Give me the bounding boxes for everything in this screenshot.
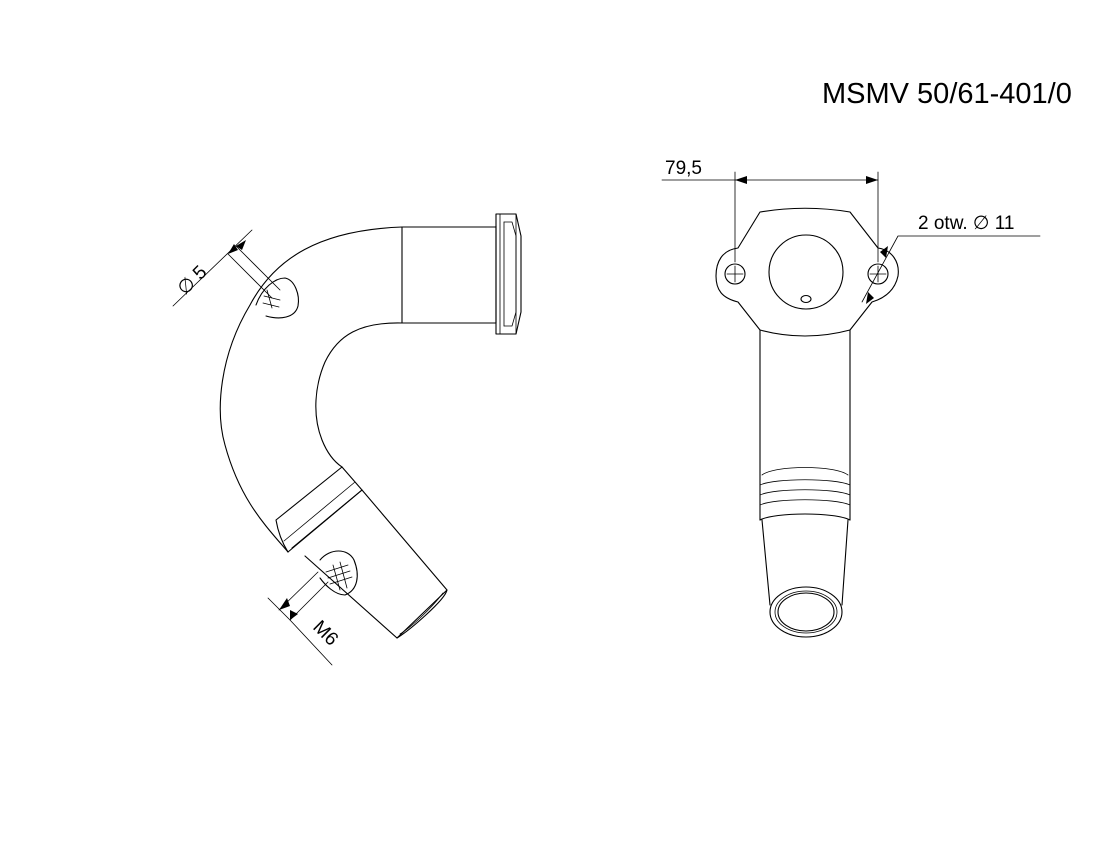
upper-hole [255, 277, 299, 319]
hole-spacing-dimension: 79,5 [661, 158, 879, 263]
mounting-holes-label: 2 otw. ∅ 11 [918, 213, 1014, 234]
hole-spacing-label: 79,5 [665, 158, 702, 179]
left-mounting-hole [724, 263, 746, 285]
part-number: MSMV 50/61-401/0 [822, 78, 1072, 110]
front-view: 79,5 2 otw. ∅ 11 [661, 158, 1041, 638]
hole-diameter-label: ∅ 5 [174, 262, 212, 300]
hole-diameter-dimension: ∅ 5 [172, 229, 281, 307]
lower-outlet [304, 489, 448, 639]
lower-threaded-hole [319, 550, 358, 596]
thread-dimension: M6 [267, 571, 342, 666]
lower-collar [275, 466, 363, 553]
outlet-end [769, 586, 843, 638]
pipe-body [759, 329, 851, 606]
mounting-holes-dimension: 2 otw. ∅ 11 [861, 213, 1041, 304]
side-view-bent-pipe: ∅ 5 M6 [172, 213, 522, 666]
mounting-flange [715, 207, 899, 337]
upper-flange [495, 213, 522, 335]
right-mounting-hole [867, 263, 889, 285]
